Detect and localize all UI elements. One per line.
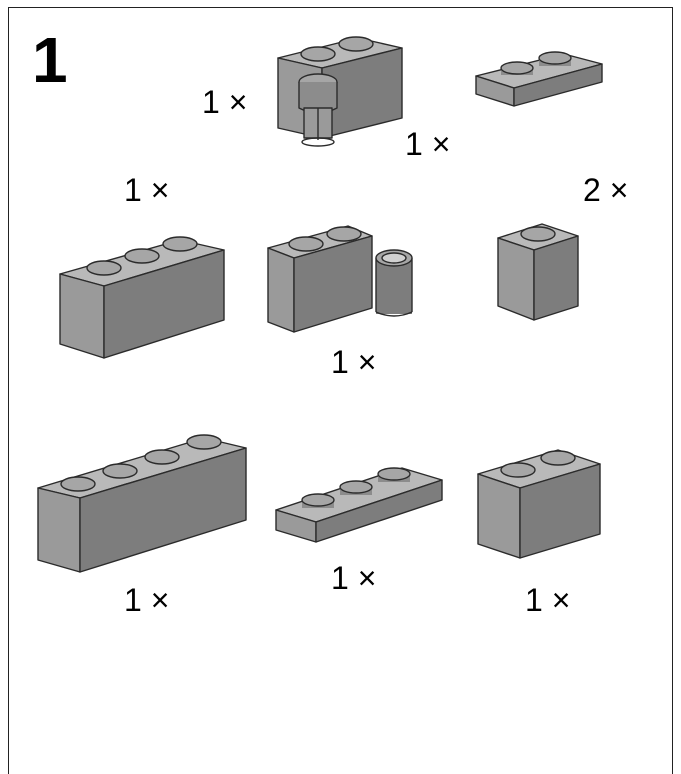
brick-1x4-icon (34, 424, 250, 576)
brick-1x2-hinge-icon (264, 216, 418, 340)
brick-1x3-icon (56, 224, 228, 364)
page-border-left (8, 7, 9, 774)
quantity-brick-1x2-hinge: 1 × (331, 346, 376, 378)
quantity-brick-1x4: 1 × (124, 584, 169, 616)
quantity-brick-1x2: 1 × (525, 584, 570, 616)
quantity-brick-1x2-pin: 1 × (202, 86, 247, 118)
quantity-brick-1x1: 2 × (583, 174, 628, 206)
quantity-plate-1x3: 1 × (331, 562, 376, 594)
quantity-plate-1x2: 1 × (405, 128, 450, 160)
quantity-brick-1x3: 1 × (124, 174, 169, 206)
page-border-top (8, 7, 673, 8)
brick-1x2-icon (474, 440, 606, 562)
page-border-right (672, 7, 673, 774)
brick-1x1-icon (494, 216, 586, 324)
plate-1x2-icon (472, 38, 608, 112)
plate-1x3-icon (272, 452, 448, 550)
brick-1x2-pin-icon (270, 22, 410, 154)
step-number: 1 (32, 28, 68, 92)
